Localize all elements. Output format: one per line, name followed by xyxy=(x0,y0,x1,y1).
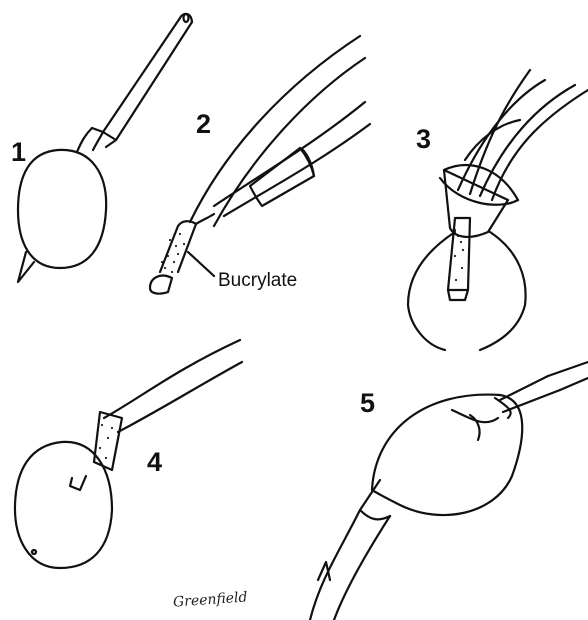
panel-number-2: 2 xyxy=(196,111,211,138)
panel-number-3: 3 xyxy=(416,126,431,153)
panel-1-balloon-stylet xyxy=(18,14,192,282)
panel-number-1: 1 xyxy=(11,139,26,166)
flow-arrow-icon xyxy=(318,562,330,580)
panel-number-5: 5 xyxy=(360,390,375,417)
panel-2-catheter-bucrylate xyxy=(150,36,370,294)
panel-number-4: 4 xyxy=(147,449,162,476)
panel-4-detached-balloon xyxy=(15,340,242,568)
bucrylate-label: Bucrylate xyxy=(218,271,297,290)
panel-5-inflated-balloon xyxy=(310,362,588,620)
panel-3-balloon-sheath xyxy=(408,70,588,350)
